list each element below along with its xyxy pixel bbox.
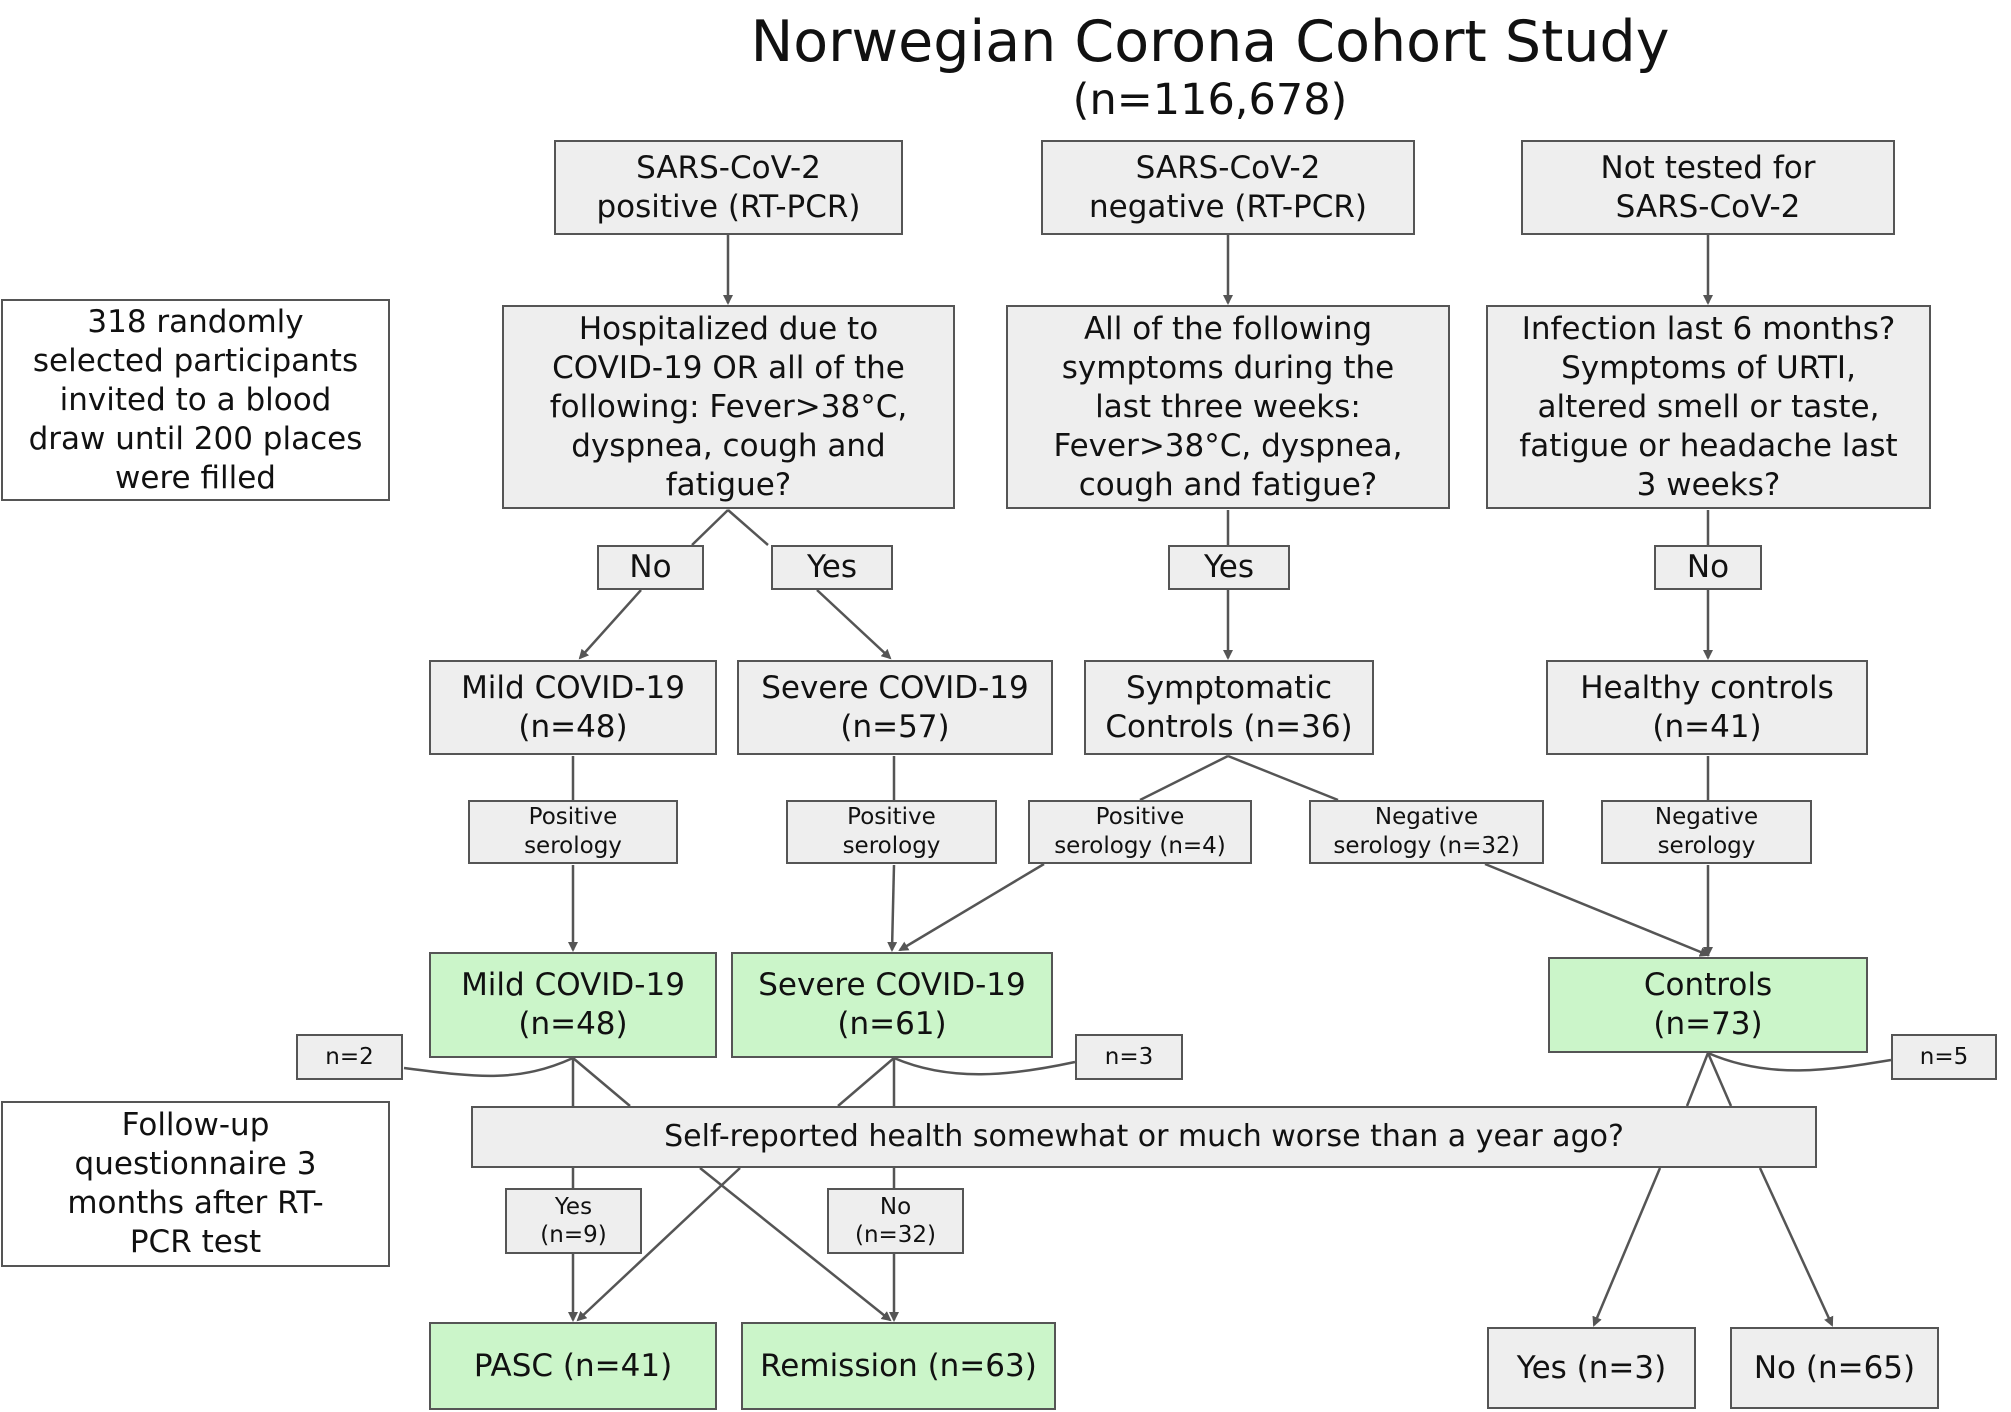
page-subtitle: (n=116,678) xyxy=(1072,75,1348,125)
serology-mild-positive: Positive serology xyxy=(468,800,678,864)
line-hospitalized-to-no xyxy=(691,509,729,546)
outcome-no: No (n=65) xyxy=(1730,1327,1939,1409)
follow-up-note: Follow-up questionnaire 3 months after R… xyxy=(1,1101,390,1267)
line-mild-diag-to-health xyxy=(572,1057,631,1107)
line-symptomatic-to-neg-serology xyxy=(1227,754,1339,802)
answer-no-right: No xyxy=(1654,545,1762,590)
health-answer-no: No (n=32) xyxy=(827,1188,964,1254)
blood-draw-note: 318 randomly selected participants invit… xyxy=(1,299,390,501)
curve-controls-dropout xyxy=(1707,1051,1892,1072)
curve-mild-dropout xyxy=(403,1056,574,1078)
serology-symptomatic-positive: Positive serology (n=4) xyxy=(1028,800,1252,864)
dropout-severe: n=3 xyxy=(1075,1034,1183,1080)
group-symptomatic: Symptomatic Controls (n=36) xyxy=(1084,660,1374,755)
health-question: Self-reported health somewhat or much wo… xyxy=(471,1106,1817,1168)
dropout-controls: n=5 xyxy=(1891,1034,1997,1080)
arrow-controls-to-no xyxy=(1758,1167,1834,1327)
serology-healthy-negative: Negative serology xyxy=(1601,800,1812,864)
line-controls-right-to-health xyxy=(1706,1052,1733,1107)
group-severe: Severe COVID-19 (n=57) xyxy=(737,660,1053,755)
arrow-yes-to-severe xyxy=(816,589,892,660)
arrow-symp-neg-to-controls xyxy=(1484,862,1710,957)
curve-severe-dropout xyxy=(893,1056,1076,1076)
line-symptomatic-to-pos-serology xyxy=(1139,754,1229,802)
not-tested-box: Not tested for SARS-CoV-2 xyxy=(1521,140,1895,235)
hospitalized-question: Hospitalized due to COVID-19 OR all of t… xyxy=(502,305,955,509)
line-hospitalized-to-yes xyxy=(727,509,769,546)
line-severe-diag-to-health xyxy=(837,1057,895,1107)
final-controls: Controls (n=73) xyxy=(1548,957,1868,1053)
dropout-mild: n=2 xyxy=(296,1034,403,1080)
arrow-severe-serology-to-final xyxy=(887,864,898,952)
answer-yes-mid: Yes xyxy=(1168,545,1290,590)
group-healthy: Healthy controls (n=41) xyxy=(1546,660,1868,755)
arrow-cross-to-remission xyxy=(699,1167,892,1322)
test-positive-box: SARS-CoV-2 positive (RT-PCR) xyxy=(554,140,903,235)
symptoms-question: All of the following symptoms during the… xyxy=(1006,305,1450,509)
page-title: Norwegian Corona Cohort Study xyxy=(750,9,1670,75)
final-mild: Mild COVID-19 (n=48) xyxy=(429,952,717,1058)
infection-question: Infection last 6 months? Symptoms of URT… xyxy=(1486,305,1931,509)
outcome-yes: Yes (n=3) xyxy=(1487,1327,1696,1409)
serology-symptomatic-negative: Negative serology (n=32) xyxy=(1309,800,1544,864)
line-controls-left-to-health xyxy=(1685,1052,1710,1107)
group-mild: Mild COVID-19 (n=48) xyxy=(429,660,717,755)
answer-yes-left: Yes xyxy=(771,545,893,590)
health-answer-yes: Yes (n=9) xyxy=(505,1188,642,1254)
arrow-cross-to-pasc xyxy=(576,1167,741,1322)
final-severe: Severe COVID-19 (n=61) xyxy=(731,952,1053,1058)
arrow-controls-to-yes xyxy=(1592,1167,1662,1327)
serology-severe-positive: Positive serology xyxy=(786,800,997,864)
outcome-remission: Remission (n=63) xyxy=(741,1322,1056,1410)
outcome-pasc: PASC (n=41) xyxy=(429,1322,717,1410)
arrow-symp-pos-to-severe xyxy=(898,862,1045,952)
answer-no-left: No xyxy=(597,545,704,590)
test-negative-box: SARS-CoV-2 negative (RT-PCR) xyxy=(1041,140,1415,235)
arrow-no-to-mild xyxy=(578,589,642,660)
